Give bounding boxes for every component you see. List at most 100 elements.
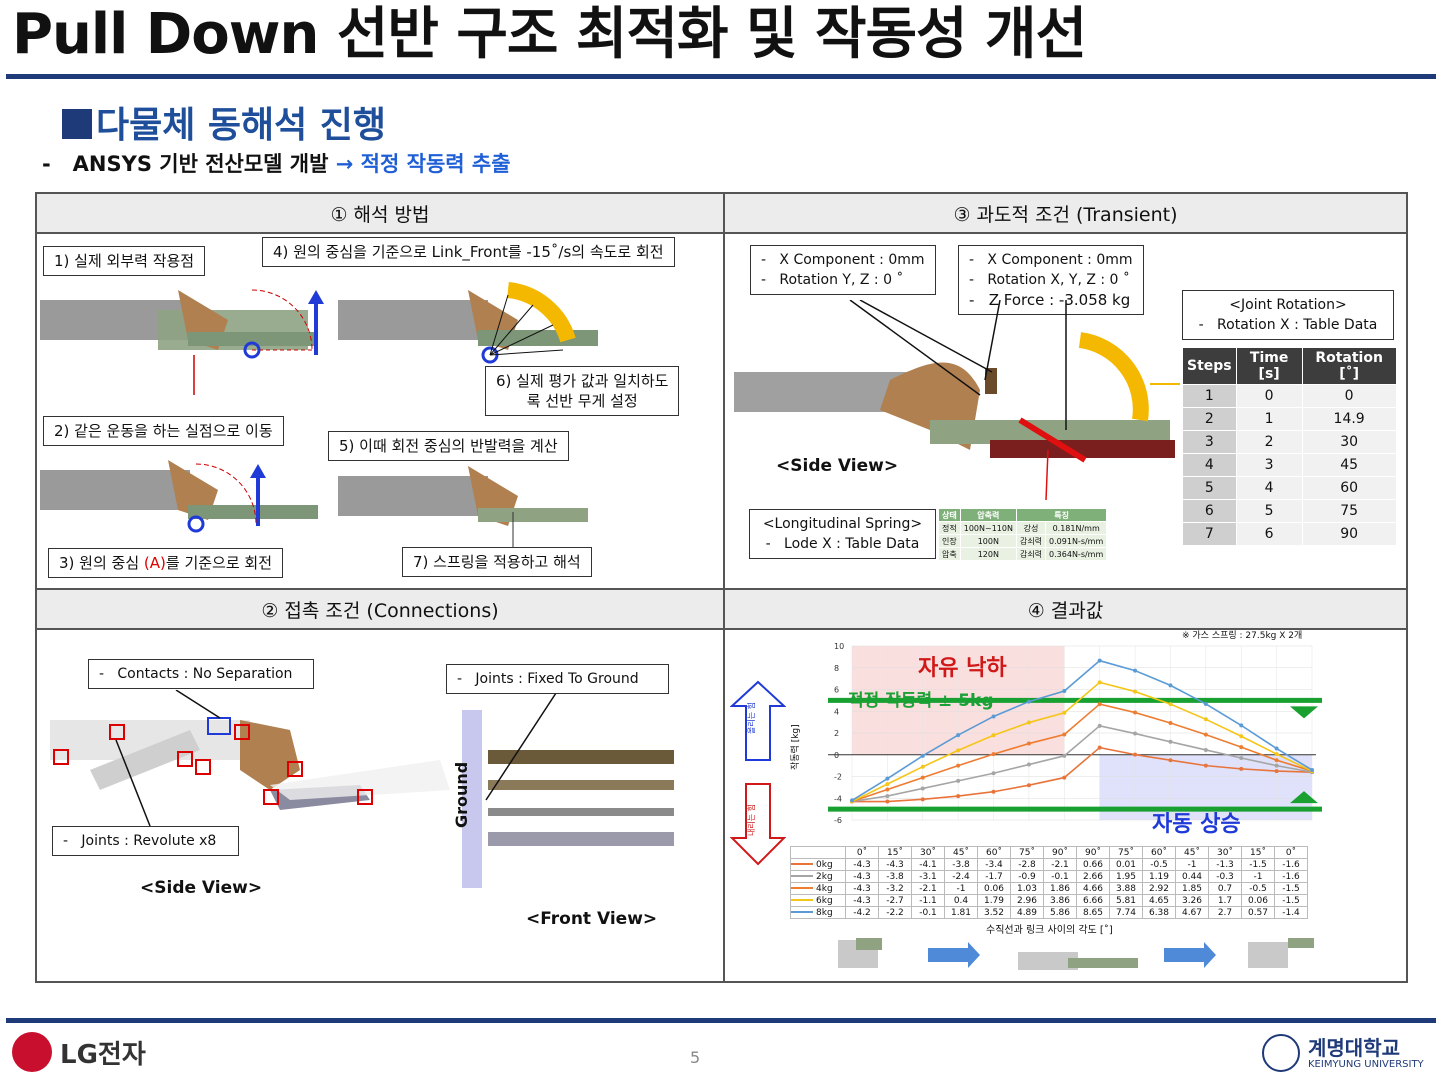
down-force-label: 내리는 힘 xyxy=(747,804,756,836)
rot-th-rotation: Rotation [˚] xyxy=(1301,347,1397,385)
cell-header-results: ④ 결과값 xyxy=(725,590,1406,630)
data-point-6kg xyxy=(1133,689,1138,694)
cell-header-connections: ② 접촉 조건 (Connections) xyxy=(37,590,723,630)
data-point-6kg xyxy=(1203,717,1208,722)
data-point-4kg xyxy=(920,775,925,780)
data-label: -3.1 xyxy=(911,870,945,883)
spring-title: <Longitudinal Spring> xyxy=(762,516,923,532)
data-point-8kg xyxy=(850,798,854,803)
data-point-0kg xyxy=(1274,769,1279,774)
data-label: -1.5 xyxy=(1274,894,1308,907)
lg-circle-icon xyxy=(12,1032,52,1072)
data-label: -0.5 xyxy=(1142,858,1176,871)
data-label: -0.9 xyxy=(1010,870,1044,883)
series-line-0kg xyxy=(852,746,1313,803)
data-label: -4.3 xyxy=(845,858,879,871)
data-point-8kg xyxy=(1133,668,1138,673)
data-point-2kg xyxy=(1133,731,1138,736)
data-label: -3.8 xyxy=(878,870,912,883)
data-label: -2.4 xyxy=(944,870,978,883)
auto-rise-label: 자동 상승 xyxy=(1152,812,1241,837)
data-label: -0.5 xyxy=(1241,882,1275,895)
data-label: 5.81 xyxy=(1109,894,1143,907)
data-point-8kg xyxy=(885,776,890,781)
mechanism-7 xyxy=(338,466,588,548)
data-label: 2.92 xyxy=(1142,882,1176,895)
data-label: 3.52 xyxy=(977,906,1011,919)
series-line-2kg xyxy=(851,724,1313,803)
data-label: -0.1 xyxy=(1043,870,1077,883)
transient-box-1: - X Component : 0mm - Rotation Y, Z : 0 … xyxy=(750,245,936,295)
data-point-0kg xyxy=(1239,766,1244,771)
data-point-2kg xyxy=(885,794,890,799)
university-logo: 계명대학교 KEIMYUNG UNIVERSITY xyxy=(1262,1034,1424,1072)
legend-entry: 6kg xyxy=(790,894,846,907)
x-tick-label: 30˚ xyxy=(911,846,945,859)
data-point-0kg xyxy=(1097,745,1102,750)
data-point-6kg xyxy=(920,764,925,769)
data-point-6kg xyxy=(1239,734,1244,739)
legend-label: 4kg xyxy=(816,883,833,894)
mechanism-1 xyxy=(40,289,324,395)
legend-entry: 4kg xyxy=(790,882,846,895)
data-label: 4.67 xyxy=(1175,906,1209,919)
data-point-0kg xyxy=(885,799,890,804)
method-label-3b: (A) xyxy=(143,554,166,572)
data-label: 8.65 xyxy=(1076,906,1110,919)
transient-box-2-line2: - Rotation X, Y, Z : 0 ˚ xyxy=(969,272,1130,288)
data-label: 3.86 xyxy=(1043,894,1077,907)
x-tick-label: 60˚ xyxy=(1142,846,1176,859)
legend-swatch xyxy=(791,911,813,913)
data-label: 0.66 xyxy=(1076,858,1110,871)
data-point-8kg xyxy=(1239,723,1244,728)
data-label: 2.66 xyxy=(1076,870,1110,883)
data-point-0kg xyxy=(1133,752,1138,757)
spring-box: <Longitudinal Spring> - Lode X : Table D… xyxy=(749,509,936,559)
legend-entry: 0kg xyxy=(790,858,846,871)
transient-illustration xyxy=(734,300,1180,501)
method-label-3a: 3) 원의 중심 xyxy=(59,554,144,572)
force-arrows xyxy=(730,680,786,866)
x-tick-label: 90˚ xyxy=(1076,846,1110,859)
page-number: 5 xyxy=(690,1048,701,1067)
y-tick-label: 2 xyxy=(834,729,839,738)
method-label-6-line1: 6) 실제 평가 값과 일치하도 xyxy=(496,372,669,390)
data-point-6kg xyxy=(991,733,996,738)
data-point-2kg xyxy=(920,786,925,791)
mechanism-2 xyxy=(40,460,318,533)
data-label: -2.8 xyxy=(1010,858,1044,871)
x-tick-label: 60˚ xyxy=(977,846,1011,859)
connections-front-view-caption: <Front View> xyxy=(526,909,658,929)
data-label: -2.1 xyxy=(911,882,945,895)
joints-revolute-box: - Joints : Revolute x8 xyxy=(52,826,239,856)
x-tick-label: 0˚ xyxy=(845,846,879,859)
spring-line: - Lode X : Table Data xyxy=(765,536,920,552)
table-row: 0˚15˚30˚45˚60˚75˚90˚90˚75˚60˚45˚30˚15˚0˚ xyxy=(790,846,1308,859)
legend-swatch xyxy=(791,863,813,865)
data-label: 7.74 xyxy=(1109,906,1143,919)
data-label: -1.6 xyxy=(1274,870,1308,883)
title-divider xyxy=(6,74,1436,79)
data-label: -2.2 xyxy=(878,906,912,919)
spring-th-state: 상태 xyxy=(938,508,961,522)
gas-spring-note: ※ 가스 스프링 : 27.5kg X 2개 xyxy=(1182,631,1303,641)
sub-right: 적정 작동력 추출 xyxy=(360,152,511,176)
data-label: -1.4 xyxy=(1274,906,1308,919)
data-point-4kg xyxy=(885,787,890,792)
data-point-6kg xyxy=(1274,752,1279,757)
data-point-2kg xyxy=(956,778,961,783)
y-tick-label: 8 xyxy=(834,664,839,673)
data-point-2kg xyxy=(1097,723,1102,728)
data-label: -1.6 xyxy=(1274,858,1308,871)
sub-heading: - ANSYS 기반 전산모델 개발 → 적정 작동력 추출 xyxy=(42,148,511,178)
data-label: -1.5 xyxy=(1241,858,1275,871)
data-point-8kg xyxy=(1310,767,1314,772)
data-label: 4.66 xyxy=(1076,882,1110,895)
method-label-5: 5) 이때 회전 중심의 반발력을 계산 xyxy=(328,431,569,461)
joint-rotation-line: - Rotation X : Table Data xyxy=(1198,317,1378,333)
data-point-0kg xyxy=(920,797,925,802)
data-point-4kg xyxy=(1062,732,1067,737)
data-label: 2.96 xyxy=(1010,894,1044,907)
